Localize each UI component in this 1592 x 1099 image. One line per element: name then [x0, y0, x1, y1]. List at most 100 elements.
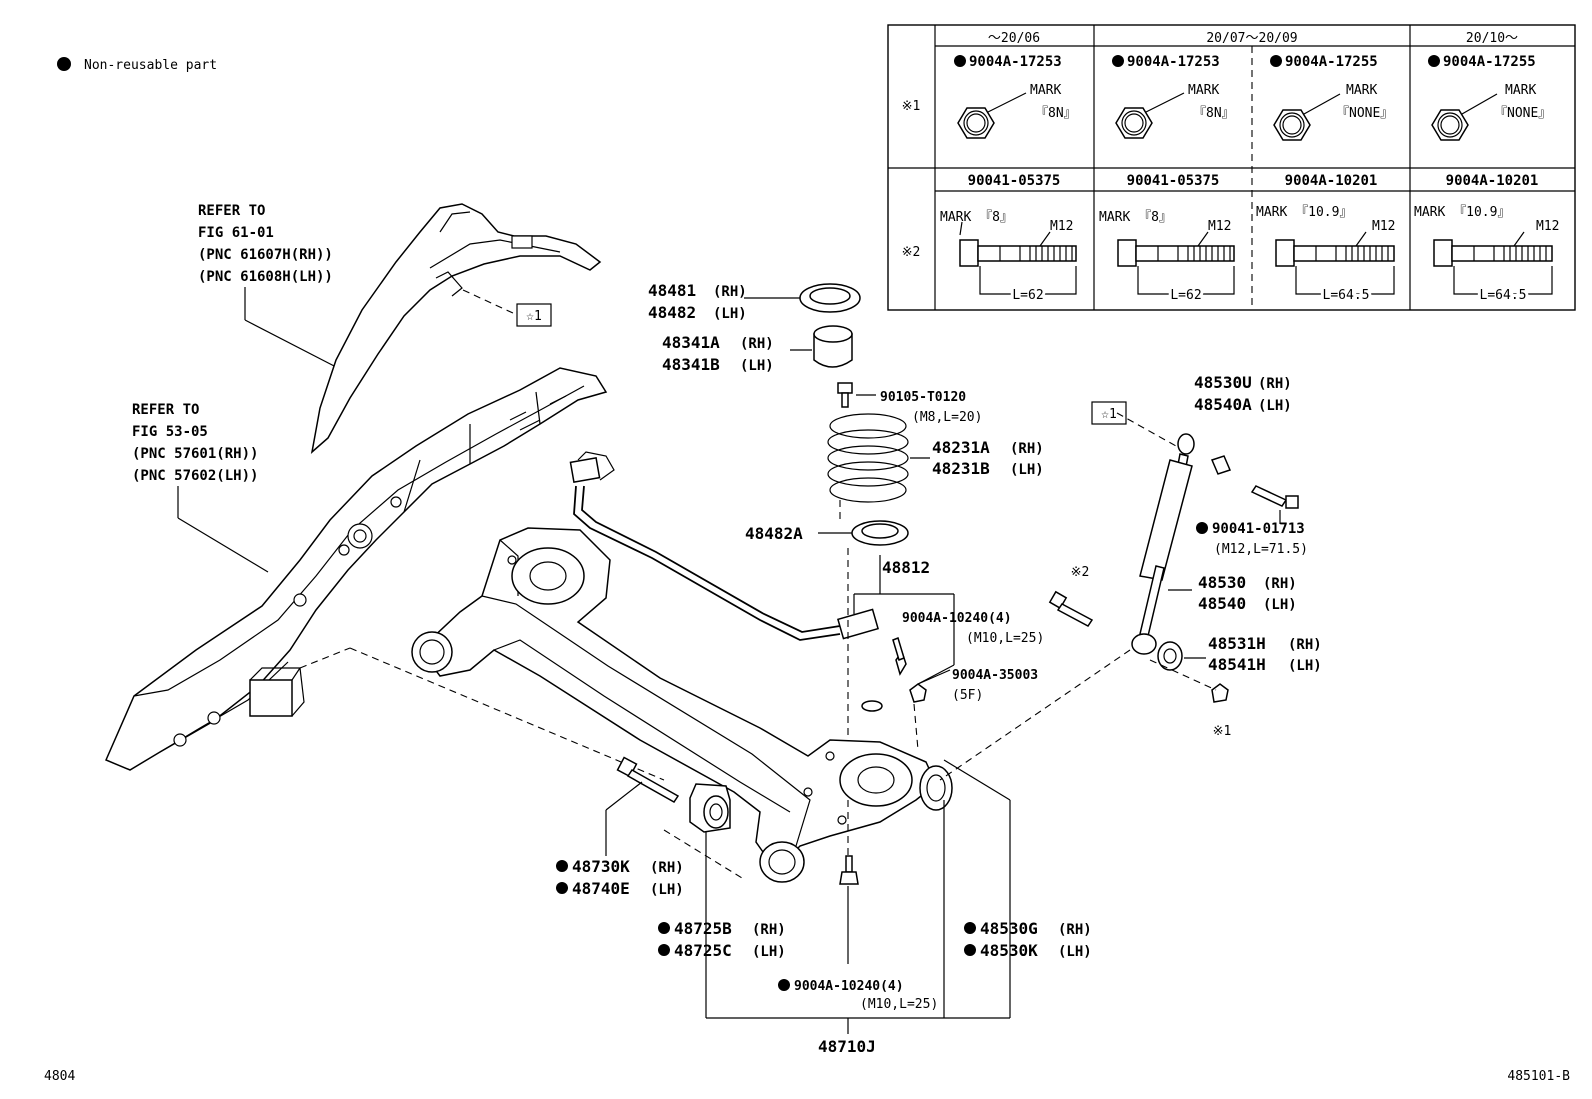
label-48530K-side: (LH) [1058, 944, 1092, 960]
bolt-icon [1117, 231, 1235, 295]
bolt-pn-3: 9004A-10201 [1285, 173, 1378, 189]
label-48481-side: (RH) [713, 284, 747, 300]
nut-mark-2: MARK [1188, 83, 1219, 98]
shock-lower-nut [1211, 683, 1229, 703]
label-9004A-35003-spec: (5F) [952, 688, 983, 703]
bolt-len-4: L=64.5 [1480, 288, 1527, 303]
bolt-icon [959, 221, 1077, 295]
bump-stopper [813, 325, 853, 368]
bolt-thread-3: M12 [1372, 219, 1395, 234]
shock-bolt-kome2 [1048, 590, 1094, 627]
lower-spring-seat [851, 520, 909, 546]
label-48341A-side: (RH) [740, 336, 774, 352]
label-48231B: 48231B [932, 459, 990, 478]
label-48231A: 48231A [932, 438, 990, 457]
label-48740E: 48740E [572, 879, 630, 898]
hex-nut-icon [1273, 93, 1341, 141]
nut-mark-val-3: 『NONE』 [1336, 106, 1393, 121]
label-48530G: 48530G [980, 919, 1038, 938]
hex-nut-icon [957, 92, 1027, 139]
nut-mark-1: MARK [1030, 83, 1061, 98]
non-reusable-dot-icon [1270, 55, 1282, 67]
shock-upper-bolt [1250, 485, 1299, 509]
label-48341A: 48341A [662, 333, 720, 352]
col-header-2: 20/07～20/09 [1206, 31, 1297, 46]
nut-pn-2: 9004A-17253 [1127, 54, 1220, 70]
star-1-label: ☆1 [526, 309, 542, 324]
label-48482A: 48482A [745, 524, 803, 543]
axle-beam [411, 527, 953, 883]
nut-mark-val-1: 『8N』 [1035, 106, 1077, 121]
stabilizer-bar [569, 451, 879, 641]
non-reusable-dot-icon [1196, 522, 1208, 534]
coil-spring [827, 413, 909, 503]
label-48540A-side: (LH) [1258, 398, 1292, 414]
shock-upper-bushing [1210, 455, 1232, 475]
label-48530G-side: (RH) [1058, 922, 1092, 938]
label-48740E-side: (LH) [650, 882, 684, 898]
bolt-pn-1: 90041-05375 [968, 173, 1061, 189]
bolt-thread-1: M12 [1050, 219, 1073, 234]
bracket-nut [909, 683, 927, 703]
label-48725C-side: (LH) [752, 944, 786, 960]
label-48812: 48812 [882, 558, 930, 577]
label-48531H-side: (RH) [1288, 637, 1322, 653]
hex-nut-icon [1431, 93, 1498, 141]
label-48341B-side: (LH) [740, 358, 774, 374]
star-1-box-right [1091, 401, 1127, 425]
kome-1-shock: ※1 [1213, 724, 1232, 739]
bolt-thread-2: M12 [1208, 219, 1231, 234]
nut-pn-4: 9004A-17255 [1443, 54, 1536, 70]
bolt-icon [1275, 231, 1395, 295]
bolt-mark-1: MARK 『8』 [940, 210, 1013, 225]
label-9004A-35003: 9004A-35003 [952, 668, 1038, 683]
bolt-len-1: L=62 [1012, 288, 1043, 303]
nut-mark-val-2: 『8N』 [1193, 106, 1235, 121]
non-reusable-dot-icon [1112, 55, 1124, 67]
label-48530U: 48530U [1194, 373, 1252, 392]
non-reusable-dot-icon [964, 922, 976, 934]
non-reusable-dot-icon [954, 55, 966, 67]
label-48725B: 48725B [674, 919, 732, 938]
nut-pn-1: 9004A-17253 [969, 54, 1062, 70]
svg-text:FIG 61-01: FIG 61-01 [198, 225, 274, 241]
legend-text: Non-reusable part [84, 58, 217, 73]
label-48730K: 48730K [572, 857, 630, 876]
bolt-icon [1433, 231, 1553, 295]
shock-lower-bushing [1157, 641, 1183, 671]
bolt-mark-2: MARK 『8』 [1099, 210, 1172, 225]
star-1-box [516, 303, 552, 327]
label-48540: 48540 [1198, 594, 1246, 613]
label-48730K-side: (RH) [650, 860, 684, 876]
row-mark-2: ※2 [902, 245, 921, 260]
non-reusable-dot-icon [964, 944, 976, 956]
lower-bolt [839, 855, 859, 885]
non-reusable-dot-icon [658, 922, 670, 934]
reference-fig-53-05: REFER TO FIG 53-05 (PNC 57601(RH)) (PNC … [132, 402, 258, 484]
label-90041-01713-spec: (M12,L=71.5) [1214, 542, 1308, 557]
non-reusable-dot-icon [1428, 55, 1440, 67]
svg-text:(PNC 61608H(LH)): (PNC 61608H(LH)) [198, 269, 333, 285]
bolt-pn-4: 9004A-10201 [1446, 173, 1539, 189]
bolt-len-2: L=62 [1170, 288, 1201, 303]
row-mark-1: ※1 [902, 99, 921, 114]
label-9004A-10240-lower: 9004A-10240(4) [794, 979, 904, 994]
label-48530: 48530 [1198, 573, 1246, 592]
bolt-nut-table: ～20/06 20/07～20/09 20/10～ ※1 ※2 9004A-17… [887, 24, 1576, 311]
label-48540A: 48540A [1194, 395, 1252, 414]
star-1-label-right: ☆1 [1101, 407, 1117, 422]
label-48341B: 48341B [662, 355, 720, 374]
bolt-len-3: L=64.5 [1323, 288, 1370, 303]
svg-text:(PNC 61607H(RH)): (PNC 61607H(RH)) [198, 247, 333, 263]
bolt-thread-4: M12 [1536, 219, 1559, 234]
label-48482-side: (LH) [713, 306, 747, 322]
nut-pn-3: 9004A-17255 [1285, 54, 1378, 70]
corner-id-right: 485101-B [1507, 1069, 1570, 1084]
corner-id-left: 4804 [44, 1069, 75, 1084]
label-48231B-side: (LH) [1010, 462, 1044, 478]
upper-bolt [837, 382, 853, 408]
label-90105-spec: (M8,L=20) [912, 410, 982, 425]
bolt-mark-4: MARK 『10.9』 [1414, 205, 1510, 220]
label-48725C: 48725C [674, 941, 732, 960]
